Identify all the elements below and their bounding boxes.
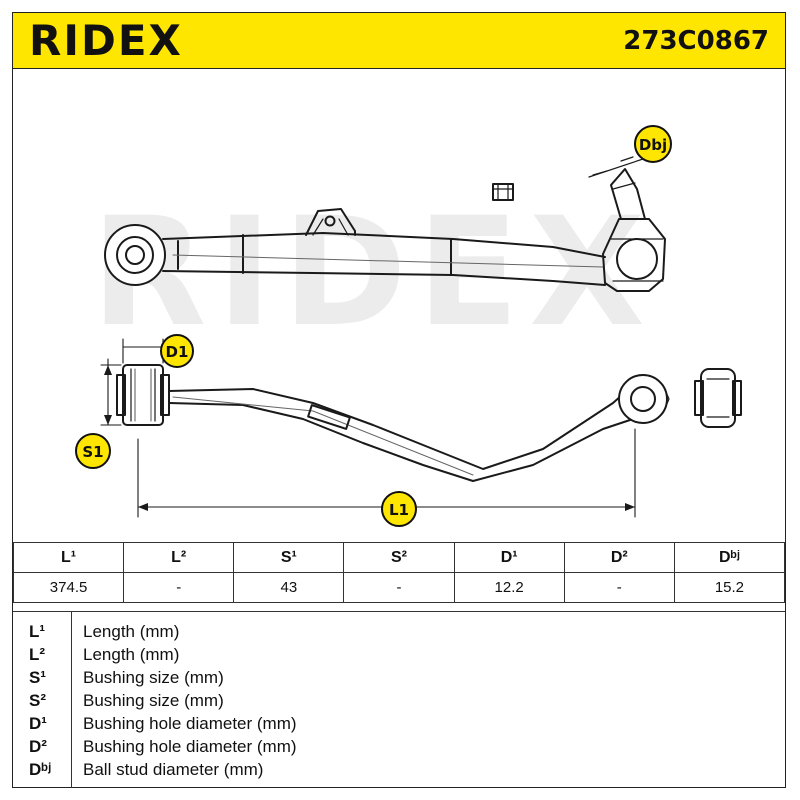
technical-drawing: RIDEX [75, 125, 742, 527]
spec-header-d1: D¹ [453, 542, 565, 573]
spec-value-s2: - [343, 572, 455, 603]
spec-header-row: L¹ L² S¹ S² D¹ D² Dᵇʲ [12, 542, 786, 573]
legend-row-l2: L² Length (mm) [13, 645, 785, 668]
spec-value-row: 374.5 - 43 - 12.2 - 15.2 [12, 572, 786, 603]
spec-value-l2: - [123, 572, 235, 603]
spec-header-dbj: Dᵇʲ [673, 542, 786, 573]
part-number: 273C0867 [623, 26, 769, 56]
legend-divider [71, 612, 72, 788]
legend-code: S² [29, 691, 46, 710]
spec-value-dbj: 15.2 [673, 572, 786, 603]
brand-logo: RIDEX [29, 16, 183, 65]
spec-value-d2: - [563, 572, 675, 603]
legend-code: S¹ [29, 668, 46, 687]
arm-top-view [104, 156, 666, 292]
legend-desc: Bushing hole diameter (mm) [83, 714, 297, 733]
header-bar: RIDEX 273C0867 [13, 13, 785, 69]
spec-header-d2: D² [563, 542, 675, 573]
legend-desc: Bushing size (mm) [83, 691, 224, 710]
legend: L¹ Length (mm) L² Length (mm) S¹ Bushing… [13, 611, 785, 788]
legend-row-dbj: Dᵇʲ Ball stud diameter (mm) [13, 760, 785, 783]
spec-header-l2: L² [123, 542, 235, 573]
legend-code: D¹ [29, 714, 47, 733]
legend-code: D² [29, 737, 47, 756]
legend-row-s2: S² Bushing size (mm) [13, 691, 785, 714]
svg-text:L1: L1 [389, 501, 409, 519]
product-sheet: RIDEX 273C0867 RIDEX [12, 12, 786, 788]
legend-desc: Bushing size (mm) [83, 668, 224, 687]
legend-desc: Length (mm) [83, 622, 180, 641]
spec-value-l1: 374.5 [12, 572, 125, 603]
legend-desc: Bushing hole diameter (mm) [83, 737, 297, 756]
legend-code: L² [29, 645, 46, 664]
callout-s1: S1 [75, 433, 111, 469]
dimension-arrows [104, 365, 635, 511]
callout-dbj: Dbj [634, 125, 672, 163]
legend-row-d2: D² Bushing hole diameter (mm) [13, 737, 785, 760]
spec-header-s2: S² [343, 542, 455, 573]
spec-table: L¹ L² S¹ S² D¹ D² Dᵇʲ 374.5 - 43 - 12.2 … [12, 542, 786, 603]
spec-value-s1: 43 [233, 572, 345, 603]
svg-text:D1: D1 [166, 343, 189, 361]
legend-desc: Ball stud diameter (mm) [83, 760, 264, 779]
legend-desc: Length (mm) [83, 645, 180, 664]
legend-code: L¹ [29, 622, 46, 641]
spec-value-d1: 12.2 [453, 572, 565, 603]
legend-row-l1: L¹ Length (mm) [13, 622, 785, 645]
callout-l1: L1 [381, 491, 417, 527]
legend-row-d1: D¹ Bushing hole diameter (mm) [13, 714, 785, 737]
legend-code: Dᵇʲ [29, 760, 52, 779]
svg-text:Dbj: Dbj [639, 136, 667, 154]
arm-side-view [116, 364, 742, 482]
legend-row-s1: S¹ Bushing size (mm) [13, 668, 785, 691]
callout-d1: D1 [160, 334, 194, 368]
svg-text:S1: S1 [82, 443, 103, 461]
spec-header-s1: S¹ [233, 542, 345, 573]
spec-header-l1: L¹ [12, 542, 125, 573]
